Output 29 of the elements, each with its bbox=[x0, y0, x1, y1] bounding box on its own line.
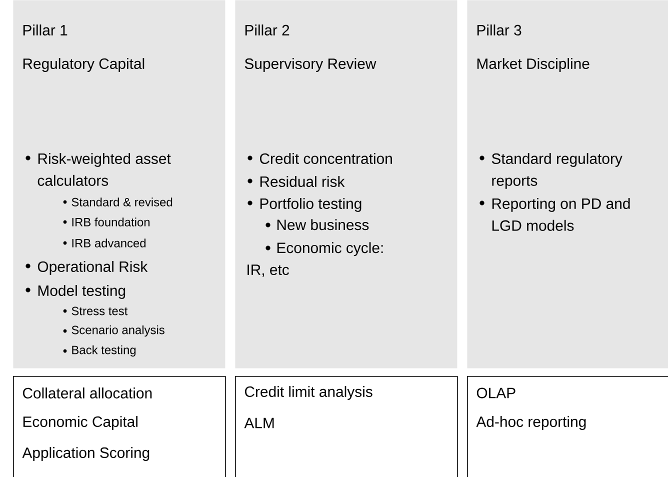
panel-heading: Supervisory Review bbox=[244, 58, 376, 72]
panel-heading: Pillar 3 bbox=[477, 24, 522, 36]
bullet-item: Reporting on PD and LGD models bbox=[480, 198, 630, 231]
bullet-item: Standard regulatory reports bbox=[480, 153, 622, 189]
bullet-item: Model testing bbox=[26, 285, 126, 299]
sub-bullet-item: Back testing bbox=[63, 345, 136, 357]
list-item: OLAP bbox=[476, 388, 516, 398]
list-item: ALM bbox=[244, 418, 274, 428]
bullet-item: Operational Risk bbox=[26, 261, 148, 275]
sub-bullet-item: New business bbox=[266, 219, 369, 230]
sub-bullet-item: Scenario analysis bbox=[63, 325, 164, 337]
list-item: Credit limit analysis bbox=[244, 386, 372, 400]
sub-bullet-item: Standard & revised bbox=[63, 198, 172, 206]
bullet-item: Risk-weighted asset calculators bbox=[26, 153, 171, 186]
panel-heading: Market Discipline bbox=[477, 58, 590, 72]
sub-bullet-item: IRB foundation bbox=[63, 218, 150, 226]
list-item: Economic Capital bbox=[23, 416, 138, 430]
panel-heading: Pillar 1 bbox=[23, 24, 68, 36]
panel-heading: Pillar 2 bbox=[245, 24, 290, 36]
sub-bullet-item: IRB advanced bbox=[63, 238, 146, 248]
list-item: Ad-hoc reporting bbox=[476, 416, 586, 430]
bullet-item: Residual risk bbox=[248, 176, 345, 187]
sub-bullet-item: Economic cycle: IR, etc bbox=[248, 242, 383, 277]
bullet-item: Credit concentration bbox=[248, 153, 392, 164]
sub-bullet-item: Stress test bbox=[63, 306, 128, 316]
panel-heading: Regulatory Capital bbox=[23, 58, 144, 72]
bullet-item: Portfolio testing bbox=[248, 198, 362, 212]
list-item: Application Scoring bbox=[22, 447, 150, 461]
list-item: Collateral allocation bbox=[22, 388, 152, 398]
